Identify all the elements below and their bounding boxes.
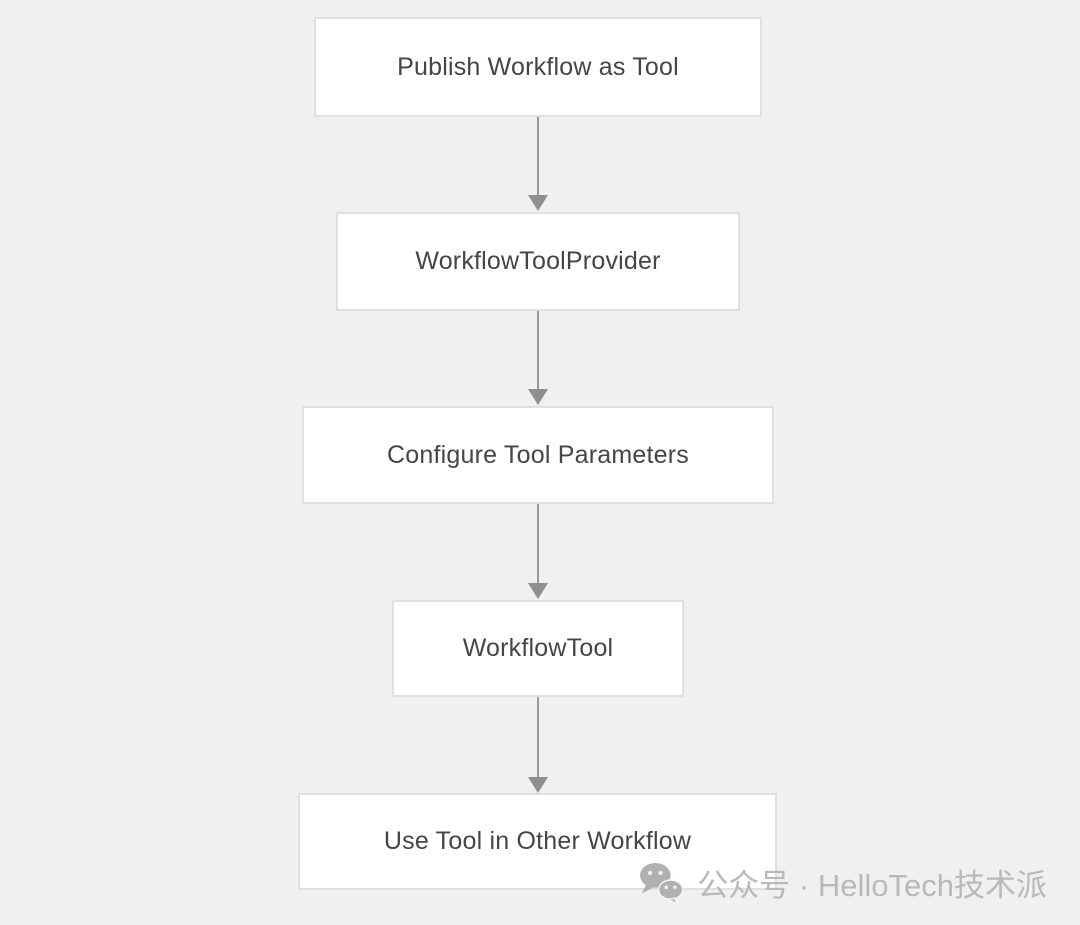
node-label: WorkflowToolProvider [415, 247, 661, 275]
arrow-down-icon [527, 504, 549, 599]
arrow-head [528, 389, 548, 405]
arrow-shaft [537, 117, 539, 195]
node-publish-workflow-as-tool: Publish Workflow as Tool [314, 17, 762, 117]
watermark: 公众号 · HelloTech技术派 [639, 860, 1047, 905]
arrow-down-icon [527, 311, 549, 405]
arrow-head [528, 195, 548, 211]
wechat-icon [639, 862, 685, 904]
arrow-down-icon [527, 697, 549, 793]
node-label: Configure Tool Parameters [387, 440, 689, 469]
node-workflow-tool-provider: WorkflowToolProvider [336, 212, 740, 311]
arrow-shaft [537, 311, 539, 389]
arrow-shaft [537, 697, 539, 777]
watermark-text: 公众号 · HelloTech技术派 [697, 868, 1047, 903]
arrow-head [528, 777, 548, 793]
node-label: Use Tool in Other Workflow [383, 827, 692, 855]
node-workflow-tool: WorkflowTool [392, 600, 684, 697]
arrow-shaft [537, 504, 539, 583]
arrow-down-icon [527, 117, 549, 211]
arrow-head [528, 583, 548, 599]
node-configure-tool-parameters: Configure Tool Parameters [302, 406, 774, 504]
node-use-tool-in-other-workflow: Use Tool in Other Workflow [298, 793, 777, 890]
node-label: WorkflowTool [462, 634, 614, 662]
node-label: Publish Workflow as Tool [397, 52, 679, 81]
